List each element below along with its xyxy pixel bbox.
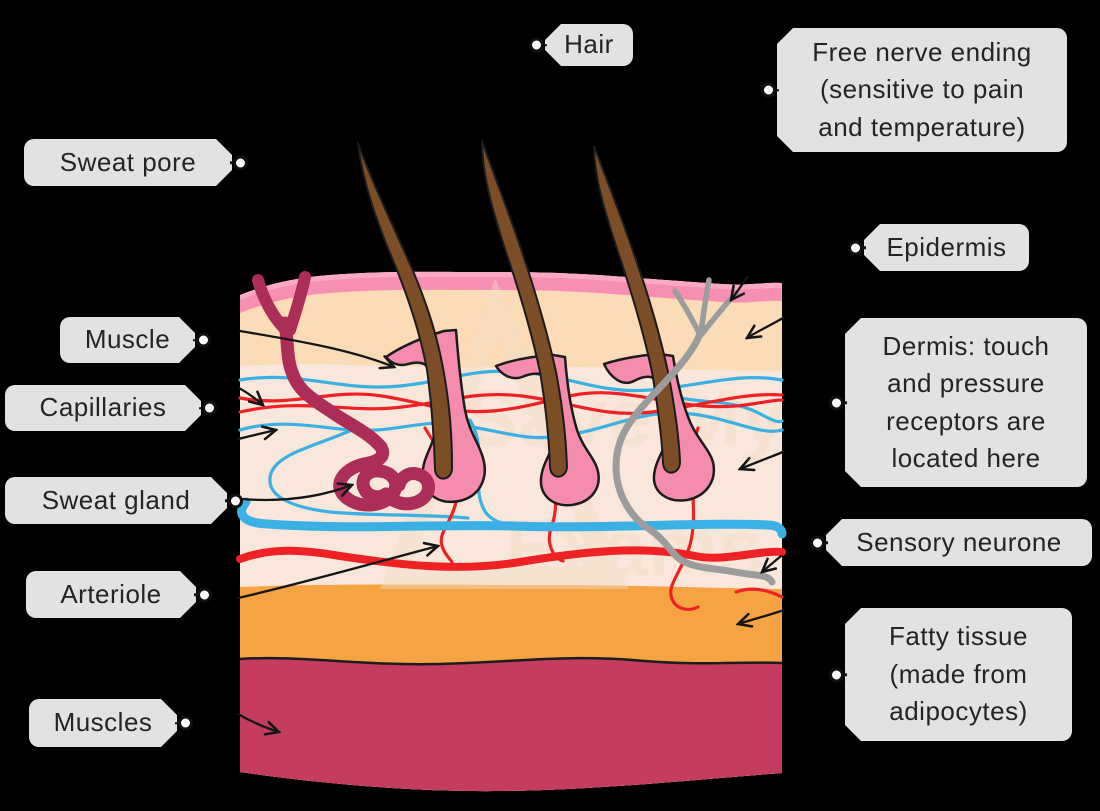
arrow-muscles <box>236 712 279 732</box>
tag-ring-icon <box>202 400 217 416</box>
label-text: Muscles <box>53 707 153 738</box>
label-text: Free nerve ending (sensitive to pain and… <box>812 36 1032 142</box>
label-fatty-tissue: Fatty tissue (made from adipocytes) <box>829 608 1072 741</box>
sweat-duct <box>278 316 388 454</box>
arrow-fatty-tissue <box>738 609 783 624</box>
free-nerve-ending-branch <box>672 288 703 338</box>
label-text: Sensory neurone <box>856 526 1062 557</box>
sweat-gland <box>252 271 435 512</box>
sweat-gland-coil <box>379 467 435 511</box>
arrow-dermis <box>740 450 785 469</box>
label-dermis: Dermis: touch and pressure receptors are… <box>829 318 1087 487</box>
muscle-layer <box>240 658 782 792</box>
tag-ring-icon <box>829 395 844 410</box>
arteriole-vessel <box>236 546 786 571</box>
svg-text:Save My: Save My <box>465 373 786 462</box>
label-sweat-pore: Sweat pore <box>24 139 248 186</box>
hair-shaft <box>357 142 453 480</box>
arrow-muscle <box>238 329 394 367</box>
label-epidermis: Epidermis <box>848 224 1029 271</box>
tag-ring-icon <box>810 535 825 550</box>
tag-ring-icon <box>529 37 544 53</box>
label-muscle: Muscle <box>60 317 211 363</box>
tag-ring-icon <box>848 240 863 255</box>
label-text: Capillaries <box>39 392 167 423</box>
label-text: Muscle <box>84 324 171 355</box>
sensory-neurone-path <box>612 277 776 586</box>
arrow-capillary-red <box>237 386 263 405</box>
arrow-sensory-neurone <box>762 554 783 572</box>
tag-ring-icon <box>233 155 248 170</box>
label-text: Hair <box>564 29 614 60</box>
tag-ring-icon <box>197 587 212 602</box>
label-sensory-neurone: Sensory neurone <box>810 519 1092 566</box>
tag-ring-icon <box>196 332 211 348</box>
epidermis-layer <box>240 271 782 313</box>
label-text: Fatty tissue (made from adipocytes) <box>889 621 1028 727</box>
arrow-sweat-gland <box>240 485 352 502</box>
arrow-capillary-blue <box>236 430 276 439</box>
label-text: Dermis: touch and pressure receptors are… <box>882 330 1050 473</box>
venule-vessel <box>237 497 787 539</box>
label-capillaries: Capillaries <box>5 385 217 431</box>
muscle-layer-outline <box>240 656 782 666</box>
free-nerve-ending-branch <box>698 277 712 337</box>
tag-ring-icon <box>178 715 193 731</box>
sensory-neurone-axon <box>612 330 776 586</box>
label-arteriole: Arteriole <box>26 571 212 618</box>
label-free-nerve-ending: Free nerve ending (sensitive to pain and… <box>761 28 1067 152</box>
annotation-arrows <box>236 275 785 732</box>
tag-ring-icon <box>228 493 243 508</box>
label-text: Epidermis <box>886 231 1007 262</box>
label-sweat-gland: Sweat gland <box>5 477 243 524</box>
tag-ring-icon <box>761 82 776 98</box>
label-muscles: Muscles <box>29 699 193 747</box>
label-text: Sweat gland <box>41 484 191 515</box>
label-text: Sweat pore <box>59 146 197 177</box>
arrow-arteriole <box>236 546 438 600</box>
hair-shaft <box>481 140 568 478</box>
label-text: Arteriole <box>60 578 162 609</box>
label-hair: Hair <box>529 24 633 66</box>
arrow-free-nerve-ending <box>731 275 749 300</box>
arrow-epidermis <box>747 316 785 338</box>
tag-ring-icon <box>829 667 844 682</box>
